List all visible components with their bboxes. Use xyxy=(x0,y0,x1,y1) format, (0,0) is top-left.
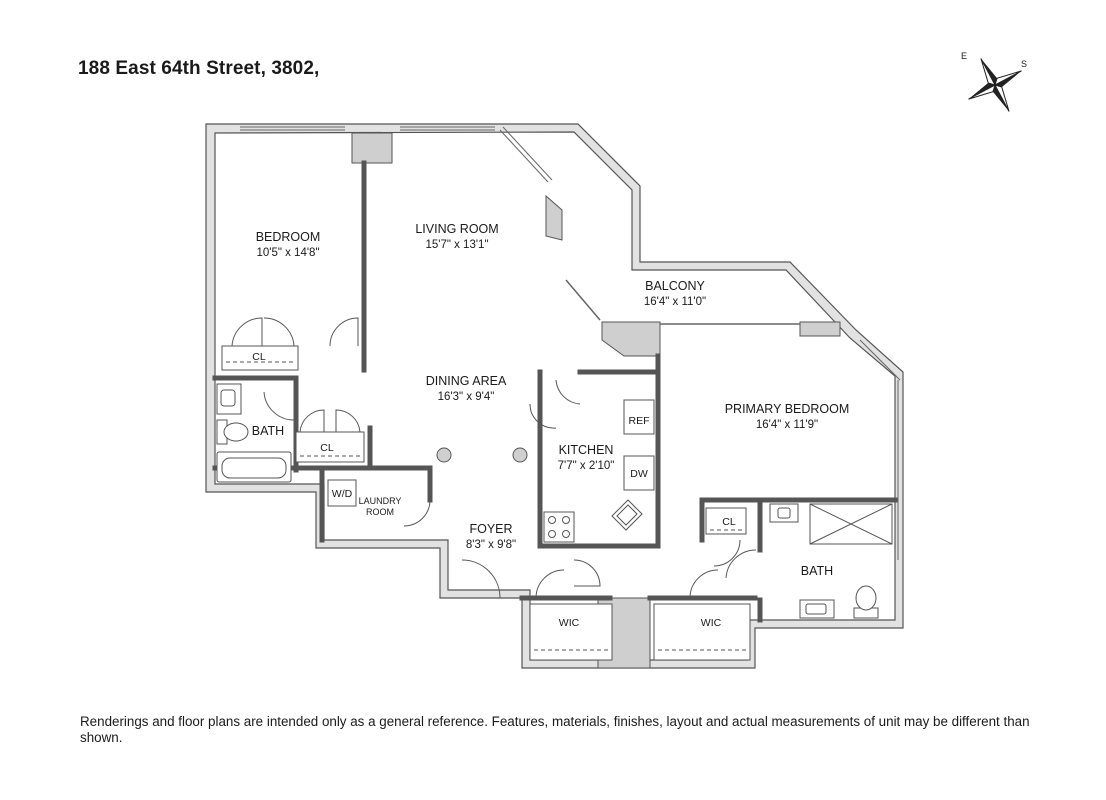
columns xyxy=(351,132,841,669)
dining-area-dims: 16'3" x 9'4" xyxy=(438,391,495,403)
disclaimer-text: Renderings and floor plans are intended … xyxy=(80,714,1030,745)
bedroom-dims: 10'5" x 14'8" xyxy=(256,247,319,259)
laundry-label-line2: ROOM xyxy=(366,507,394,517)
living-room-label: LIVING ROOM xyxy=(415,222,498,236)
bath-left-label: BATH xyxy=(252,424,284,438)
primary-bedroom-label: PRIMARY BEDROOM xyxy=(725,402,850,416)
closet-bedroom-label: CL xyxy=(252,351,266,363)
wic-left-label: WIC xyxy=(559,617,580,629)
washer-dryer-label: W/D xyxy=(332,488,353,500)
dining-area-label: DINING AREA xyxy=(426,374,507,388)
kitchen-label: KITCHEN xyxy=(559,443,614,457)
interior-walls xyxy=(212,160,898,623)
windows xyxy=(240,126,901,560)
plan-title: 188 East 64th Street, 3802, xyxy=(78,58,320,79)
balcony-rail xyxy=(565,279,800,325)
foyer-label: FOYER xyxy=(469,522,512,536)
bath-right-label: BATH xyxy=(801,564,833,578)
foyer-dims: 8'3" x 9'8" xyxy=(466,539,516,551)
balcony-dims: 16'4" x 11'0" xyxy=(644,296,706,308)
kitchen-dims: 7'7" x 2'10" xyxy=(558,460,615,472)
laundry-label-line1: LAUNDRY xyxy=(359,496,402,506)
dishwasher-label: DW xyxy=(630,468,648,480)
ref-label: REF xyxy=(629,415,650,427)
balcony-label: BALCONY xyxy=(645,279,705,293)
closet-hall-label: CL xyxy=(320,442,334,454)
fixtures xyxy=(216,383,893,661)
doors xyxy=(231,317,757,599)
compass-east-label: E xyxy=(961,51,967,61)
bedroom-label: BEDROOM xyxy=(256,230,321,244)
wic-right-label: WIC xyxy=(701,617,722,629)
primary-bedroom-dims: 16'4" x 11'9" xyxy=(756,419,818,431)
living-room-dims: 15'7" x 13'1" xyxy=(425,239,488,251)
closet-primary-label: CL xyxy=(722,516,736,528)
compass-south-label: S xyxy=(1021,59,1027,69)
closet-shelves xyxy=(221,345,747,535)
compass-rose-icon: E S xyxy=(961,51,1027,112)
dining-columns xyxy=(436,447,528,463)
